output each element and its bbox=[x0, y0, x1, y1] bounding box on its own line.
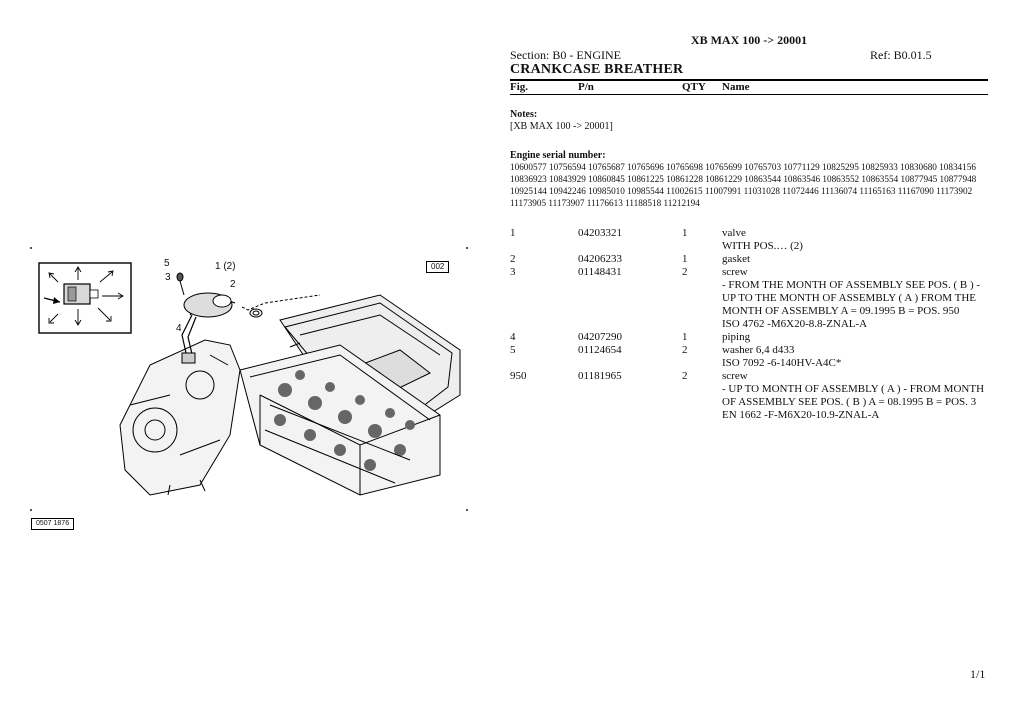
cell-fig: 3 bbox=[510, 266, 516, 278]
cell-qty bbox=[682, 409, 722, 422]
cell-name: gasket bbox=[722, 253, 751, 265]
cell-fig: 2 bbox=[510, 253, 516, 265]
cell-qty bbox=[682, 279, 722, 318]
section-label: Section: B0 - ENGINE bbox=[510, 48, 621, 62]
cell-pn bbox=[578, 240, 682, 253]
orientation-inset bbox=[38, 262, 132, 334]
cell-qty bbox=[682, 318, 722, 331]
cell-qty bbox=[682, 357, 722, 370]
callout-label: 5 bbox=[164, 258, 170, 269]
callout-label: 1 (2) bbox=[215, 261, 236, 272]
column-header-rule bbox=[510, 94, 988, 95]
corner-mark bbox=[30, 247, 32, 249]
cell-fig bbox=[510, 240, 578, 253]
table-row: 4 04207290 1 piping bbox=[510, 331, 990, 344]
page-number: 1/1 bbox=[970, 667, 986, 681]
cell-fig: 1 bbox=[510, 227, 516, 239]
cell-name: - FROM THE MONTH OF ASSEMBLY SEE POS. ( … bbox=[722, 279, 981, 317]
callout-label: 3 bbox=[165, 272, 171, 283]
cell-qty: 1 bbox=[682, 227, 688, 239]
cell-qty: 2 bbox=[682, 344, 688, 356]
cell-pn: 01181965 bbox=[578, 370, 622, 382]
cell-qty: 1 bbox=[682, 253, 688, 265]
callout-label: 2 bbox=[230, 279, 236, 290]
cell-fig bbox=[510, 318, 578, 331]
cell-name: ISO 7092 -6-140HV-A4C* bbox=[722, 357, 842, 369]
corner-mark bbox=[466, 509, 468, 511]
cell-pn: 01124654 bbox=[578, 344, 622, 356]
cell-name: ISO 4762 -M6X20-8.8-ZNAL-A bbox=[722, 318, 868, 330]
cell-pn bbox=[578, 357, 682, 370]
corner-mark bbox=[466, 247, 468, 249]
parts-table: 1 04203321 1 valve WITH POS.… (2) 2 0420… bbox=[510, 227, 990, 422]
cell-pn: 04203321 bbox=[578, 227, 622, 239]
cell-name: WITH POS.… (2) bbox=[722, 240, 803, 252]
table-row: WITH POS.… (2) bbox=[510, 240, 990, 253]
ref-label: Ref: B0.01.5 bbox=[870, 48, 932, 62]
cell-pn: 04207290 bbox=[578, 331, 622, 343]
engine-drawing bbox=[119, 272, 461, 496]
cell-pn: 01148431 bbox=[578, 266, 622, 278]
table-row: - FROM THE MONTH OF ASSEMBLY SEE POS. ( … bbox=[510, 279, 990, 318]
table-row: 3 01148431 2 screw bbox=[510, 266, 990, 279]
table-row: 2 04206233 1 gasket bbox=[510, 253, 990, 266]
cell-qty bbox=[682, 383, 722, 409]
table-row: ISO 4762 -M6X20-8.8-ZNAL-A bbox=[510, 318, 990, 331]
table-row: 5 01124654 2 washer 6,4 d433 bbox=[510, 344, 990, 357]
table-row: ISO 7092 -6-140HV-A4C* bbox=[510, 357, 990, 370]
figure-code-label: 0507 1876 bbox=[31, 518, 75, 530]
cell-fig: 5 bbox=[510, 344, 516, 356]
table-row: 1 04203321 1 valve bbox=[510, 227, 990, 240]
callout-label: 4 bbox=[176, 323, 182, 334]
engine-serial-label: Engine serial number: bbox=[510, 150, 606, 161]
figure-box-label: 002 bbox=[426, 261, 450, 273]
notes-label: Notes: bbox=[510, 109, 538, 120]
exploded-diagram: 5 3 1 (2) 2 4 002 bbox=[30, 245, 470, 515]
cell-name: washer 6,4 d433 bbox=[722, 344, 795, 356]
cell-name: screw bbox=[722, 370, 748, 382]
cell-qty: 1 bbox=[682, 331, 688, 343]
cell-qty bbox=[682, 240, 722, 253]
cell-pn: 04206233 bbox=[578, 253, 622, 265]
corner-mark bbox=[30, 509, 32, 511]
cell-fig bbox=[510, 409, 578, 422]
table-row: EN 1662 -F-M6X20-10.9-ZNAL-A bbox=[510, 409, 990, 422]
cell-fig: 950 bbox=[510, 370, 527, 382]
cell-pn bbox=[578, 279, 682, 318]
cell-fig: 4 bbox=[510, 331, 516, 343]
column-header-name: Name bbox=[722, 81, 750, 93]
cell-fig bbox=[510, 357, 578, 370]
cell-name: valve bbox=[722, 227, 746, 239]
cell-pn bbox=[578, 383, 682, 409]
cell-fig bbox=[510, 279, 578, 318]
cell-name: piping bbox=[722, 331, 751, 343]
column-header-fig: Fig. bbox=[510, 81, 529, 93]
column-header-qty: QTY bbox=[682, 81, 706, 93]
cell-fig bbox=[510, 383, 578, 409]
notes-value: [XB MAX 100 -> 20001] bbox=[510, 121, 613, 132]
cell-name: EN 1662 -F-M6X20-10.9-ZNAL-A bbox=[722, 409, 880, 421]
document-title: XB MAX 100 -> 20001 bbox=[690, 33, 808, 47]
cell-qty: 2 bbox=[682, 266, 688, 278]
engine-serial-numbers: 10600577 10756594 10765687 10765696 1076… bbox=[510, 162, 977, 208]
table-row: 950 01181965 2 screw bbox=[510, 370, 990, 383]
table-row: - UP TO MONTH OF ASSEMBLY ( A ) - FROM M… bbox=[510, 383, 990, 409]
part-title: CRANKCASE BREATHER bbox=[510, 62, 684, 77]
cell-pn bbox=[578, 318, 682, 331]
header-rule bbox=[510, 79, 988, 81]
cell-name: screw bbox=[722, 266, 748, 278]
cell-qty: 2 bbox=[682, 370, 688, 382]
column-header-pn: P/n bbox=[578, 81, 594, 93]
cell-pn bbox=[578, 409, 682, 422]
cell-name: - UP TO MONTH OF ASSEMBLY ( A ) - FROM M… bbox=[722, 383, 985, 408]
